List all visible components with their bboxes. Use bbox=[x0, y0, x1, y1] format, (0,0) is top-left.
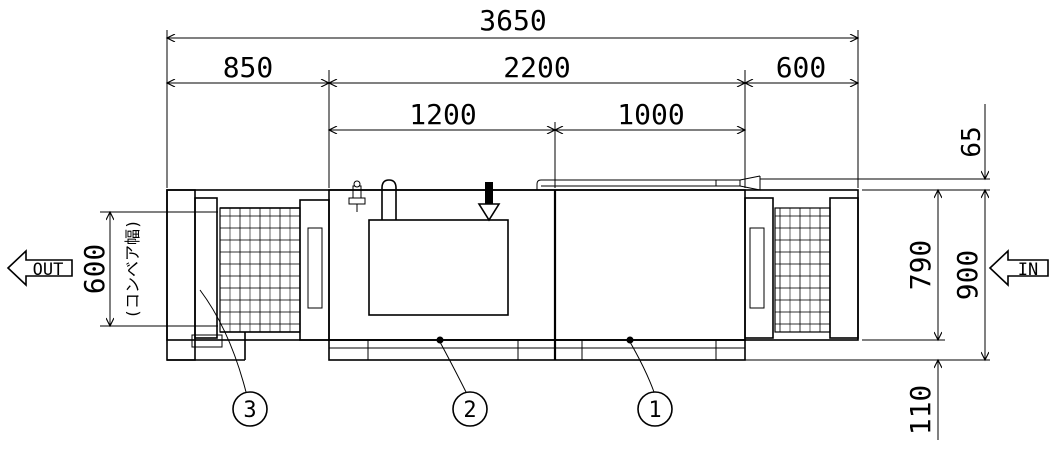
in-label: IN bbox=[1018, 260, 1038, 280]
dim-right-section: 600 bbox=[776, 51, 827, 84]
leader-lines bbox=[199, 289, 655, 393]
callout-2: 2 bbox=[452, 391, 488, 427]
dim-sub-left: 1200 bbox=[409, 98, 476, 131]
out-conveyor-rollers bbox=[219, 207, 301, 333]
machine-outline bbox=[166, 175, 859, 361]
extension-lines bbox=[166, 30, 990, 361]
dim-bottom-offset: 110 bbox=[904, 385, 937, 436]
callout-1-label: 1 bbox=[648, 398, 661, 423]
in-arrow: IN bbox=[988, 249, 1049, 287]
dimension-lines bbox=[100, 38, 985, 440]
callout-3: 3 bbox=[232, 391, 268, 427]
dim-conveyor-width: 600 bbox=[78, 244, 111, 295]
out-arrow: OUT bbox=[6, 249, 73, 287]
dim-left-section: 850 bbox=[223, 51, 274, 84]
dim-inner-height: 790 bbox=[904, 240, 937, 291]
callout-2-label: 2 bbox=[463, 398, 476, 423]
dim-conveyor-width-note: (コンベア幅) bbox=[123, 219, 142, 318]
dim-total: 3650 bbox=[479, 4, 546, 37]
dim-top-offset: 65 bbox=[957, 126, 987, 157]
out-label: OUT bbox=[33, 260, 64, 280]
callout-3-label: 3 bbox=[243, 398, 256, 423]
dim-outer-height: 900 bbox=[951, 250, 984, 301]
in-conveyor-rollers bbox=[774, 207, 831, 333]
dim-middle-section: 2200 bbox=[503, 51, 570, 84]
valve-icon bbox=[348, 180, 366, 212]
callout-1: 1 bbox=[637, 391, 673, 427]
dim-sub-right: 1000 bbox=[617, 98, 684, 131]
inspection-window bbox=[368, 219, 509, 316]
